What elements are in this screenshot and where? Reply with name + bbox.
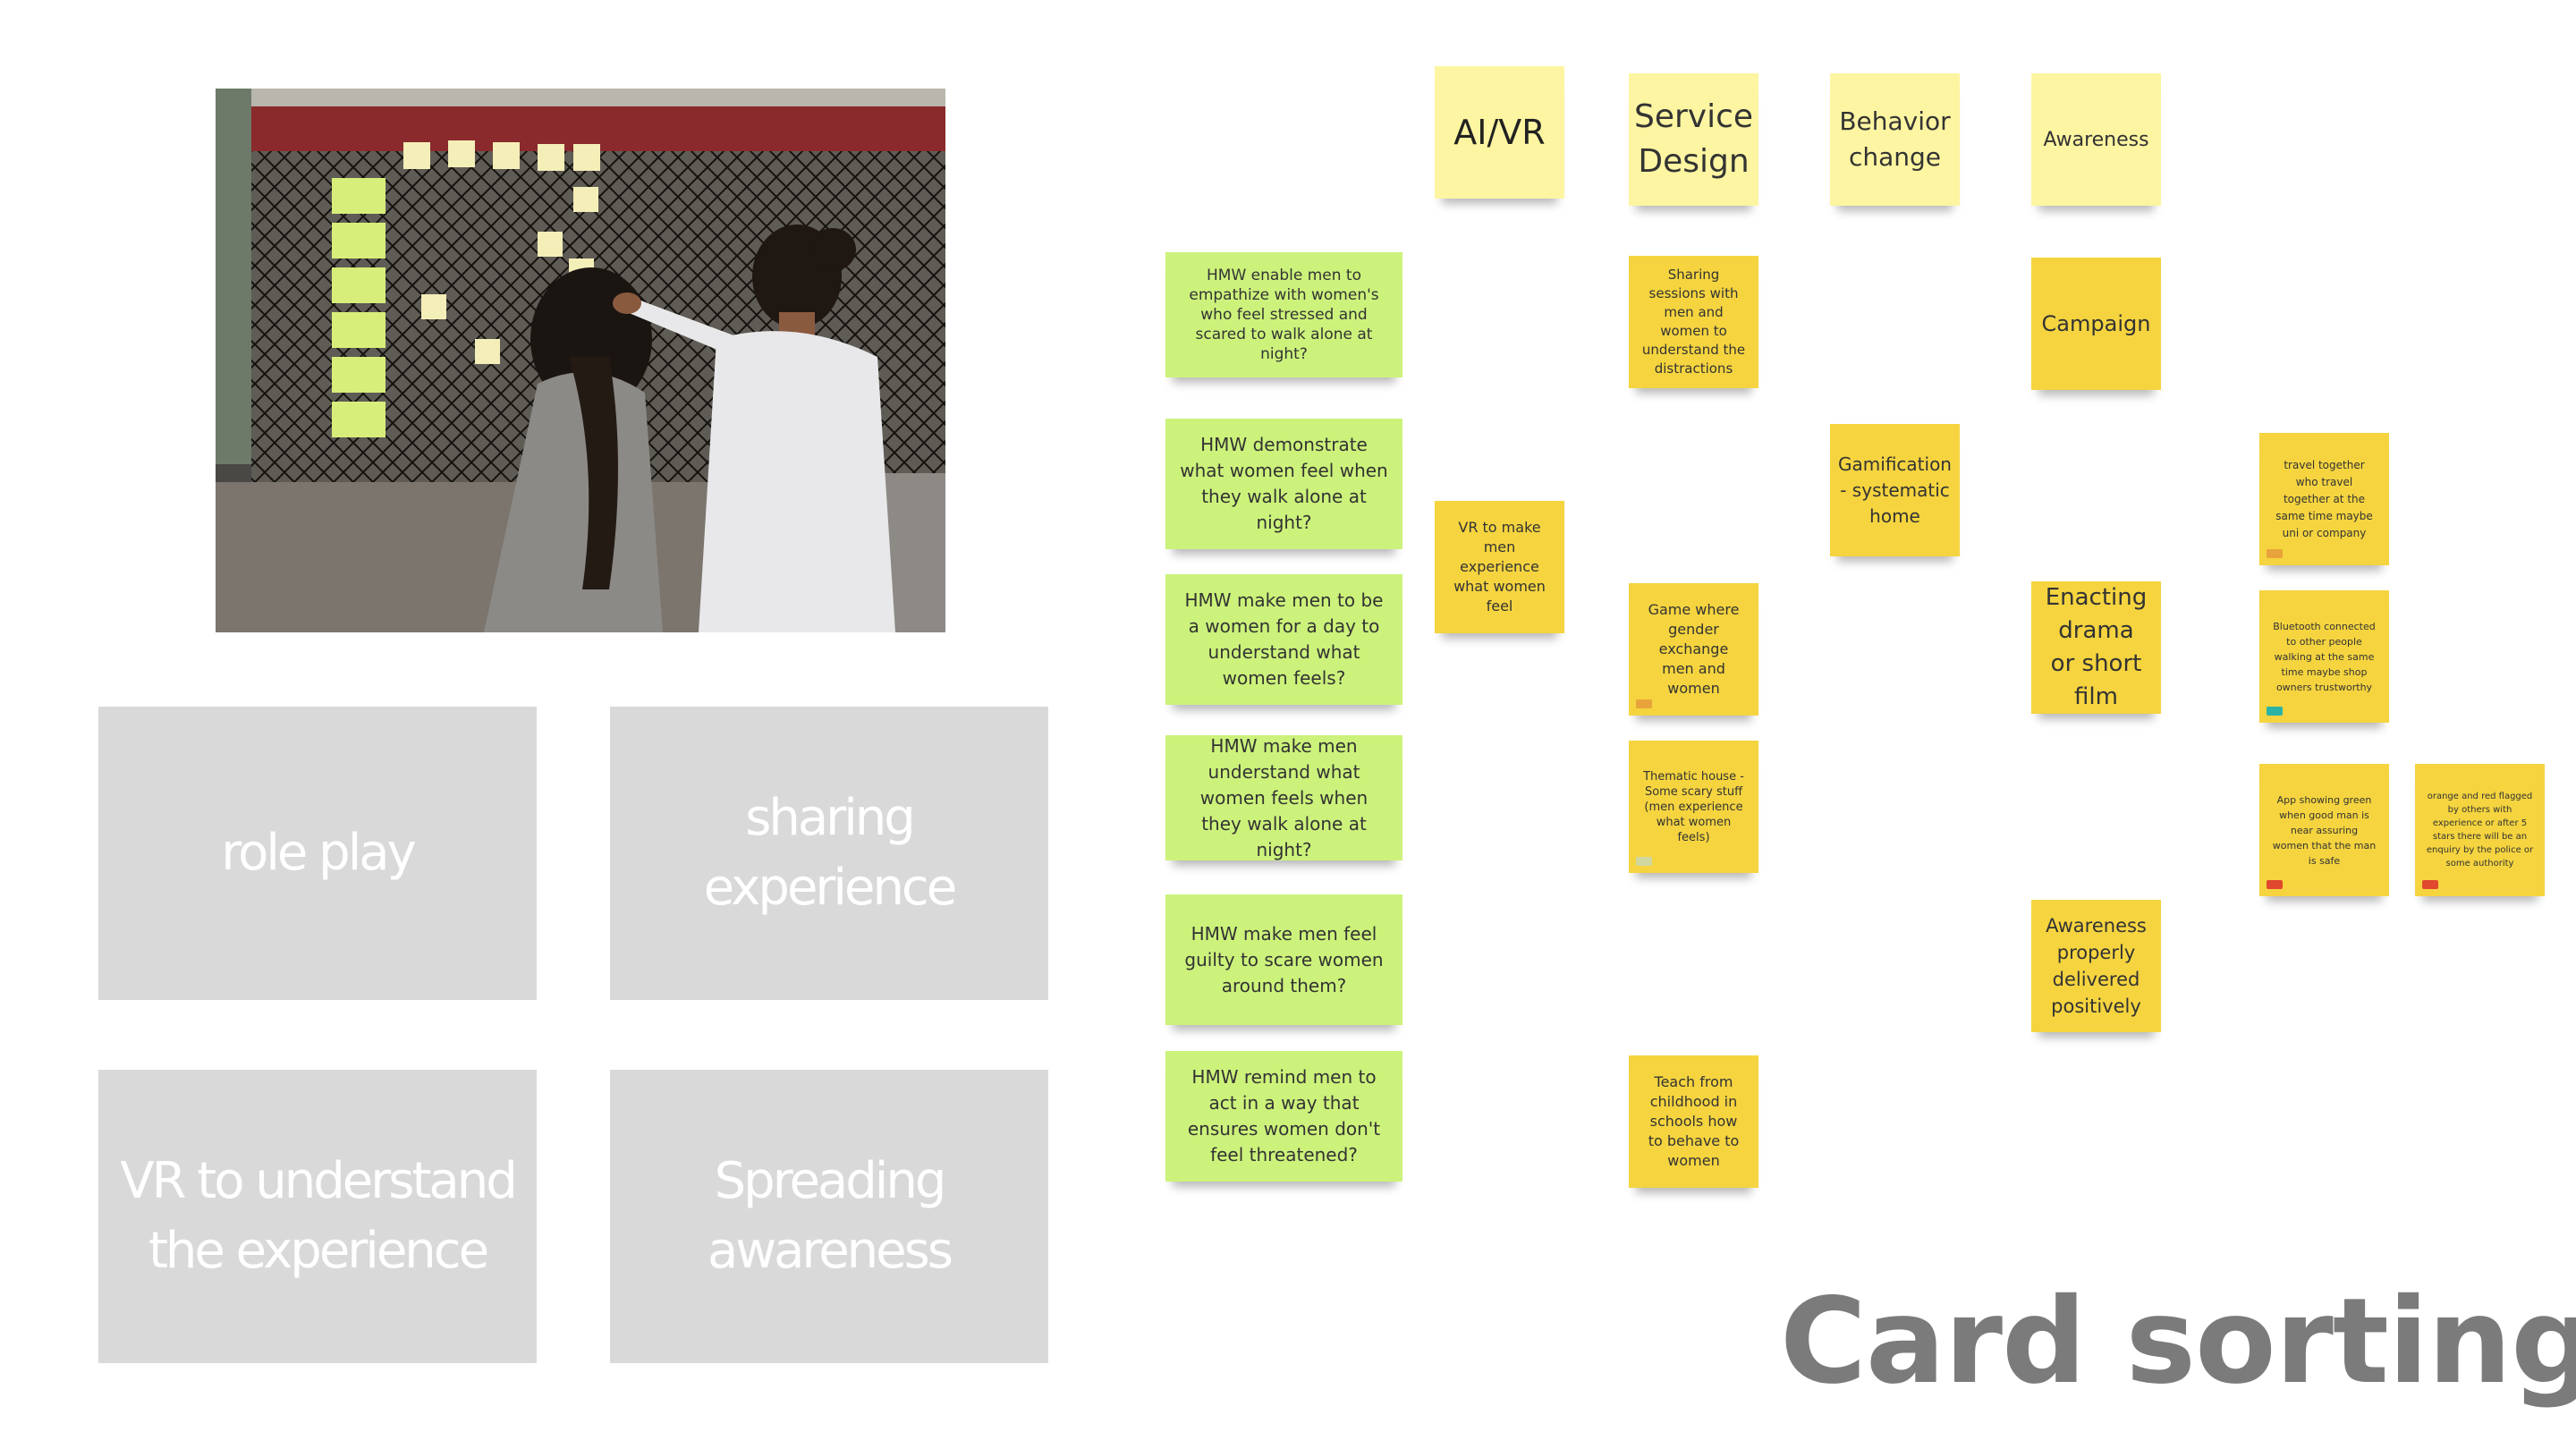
- workshop-photo: [216, 89, 945, 632]
- idea-note-text: Awareness properly delivered positively: [2046, 915, 2147, 1017]
- category-label: role play: [221, 824, 416, 882]
- reaction-chip: [2267, 707, 2283, 716]
- header-label: Behavior change: [1839, 106, 1951, 172]
- slide-title: Card sorting: [1780, 1273, 2576, 1411]
- idea-note: Game where gender exchange men and women: [1629, 583, 1758, 716]
- idea-note-text: App showing green when good man is near …: [2272, 793, 2377, 867]
- hmw-note: HMW remind men to act in a way that ensu…: [1165, 1051, 1402, 1182]
- idea-note-text: Sharing sessions with men and women to u…: [1641, 267, 1746, 377]
- idea-note: Teach from childhood in schools how to b…: [1629, 1055, 1758, 1188]
- idea-note-text: Enacting drama or short film: [2045, 584, 2148, 710]
- workshop-photo-illustration: [216, 89, 945, 632]
- category-label: Spreading awareness: [708, 1152, 953, 1280]
- hmw-note: HMW make men feel guilty to scare women …: [1165, 894, 1402, 1025]
- category-label: VR to understand the experience: [120, 1152, 518, 1280]
- hmw-note-text: HMW demonstrate what women feel when the…: [1180, 434, 1388, 533]
- reaction-chip: [2267, 549, 2283, 558]
- hmw-note-text: HMW make men feel guilty to scare women …: [1184, 922, 1384, 996]
- category-card-sharing-experience: sharing experience: [610, 707, 1048, 1000]
- idea-note: Bluetooth connected to other people walk…: [2259, 590, 2389, 723]
- hmw-note: HMW make men understand what women feels…: [1165, 735, 1402, 860]
- header-label: Awareness: [2043, 128, 2149, 151]
- idea-note: VR to make men experience what women fee…: [1435, 501, 1564, 633]
- idea-note-text: Campaign: [2041, 311, 2151, 336]
- header-note-aivr: AI/VR: [1435, 66, 1564, 199]
- idea-note-text: Gamification - systematic home: [1838, 453, 1952, 527]
- hmw-note-text: HMW remind men to act in a way that ensu…: [1187, 1066, 1381, 1165]
- hmw-note-text: HMW make men understand what women feels…: [1199, 734, 1368, 860]
- idea-note: Gamification - systematic home: [1830, 424, 1960, 556]
- idea-note-text: Teach from childhood in schools how to b…: [1648, 1073, 1740, 1169]
- header-note-service-design: Service Design: [1629, 73, 1758, 206]
- idea-note: Awareness properly delivered positively: [2031, 900, 2161, 1032]
- header-note-behavior-change: Behavior change: [1830, 73, 1960, 206]
- idea-note: travel together who travel together at t…: [2259, 433, 2389, 565]
- reaction-chip: [2422, 880, 2438, 889]
- header-note-awareness: Awareness: [2031, 73, 2161, 206]
- hmw-note: HMW demonstrate what women feel when the…: [1165, 419, 1402, 549]
- reaction-chip: [2267, 880, 2283, 889]
- idea-note-text: orange and red flagged by others with ex…: [2426, 792, 2534, 869]
- hmw-note: HMW make men to be a women for a day to …: [1165, 574, 1402, 705]
- reaction-chip: [1636, 699, 1652, 708]
- idea-note-text: VR to make men experience what women fee…: [1453, 519, 1546, 614]
- hmw-note-text: HMW make men to be a women for a day to …: [1184, 589, 1384, 689]
- hmw-note: HMW enable men to empathize with women's…: [1165, 252, 1402, 377]
- category-card-vr: VR to understand the experience: [98, 1070, 537, 1363]
- idea-note-text: Game where gender exchange men and women: [1648, 601, 1740, 697]
- idea-note: Sharing sessions with men and women to u…: [1629, 256, 1758, 388]
- idea-note-text: Thematic house - Some scary stuff (men e…: [1643, 769, 1744, 844]
- idea-note: App showing green when good man is near …: [2259, 764, 2389, 896]
- idea-note: orange and red flagged by others with ex…: [2415, 764, 2545, 896]
- header-label: AI/VR: [1453, 113, 1546, 152]
- hmw-note-text: HMW enable men to empathize with women's…: [1189, 267, 1379, 363]
- idea-note-text: Bluetooth connected to other people walk…: [2273, 620, 2376, 693]
- category-card-role-play: role play: [98, 707, 537, 1000]
- category-label: sharing experience: [703, 789, 957, 917]
- category-card-spreading-awareness: Spreading awareness: [610, 1070, 1048, 1363]
- reaction-chip: [1636, 857, 1652, 866]
- idea-note: Campaign: [2031, 258, 2161, 390]
- idea-note: Enacting drama or short film: [2031, 581, 2161, 714]
- idea-note-text: travel together who travel together at t…: [2275, 458, 2373, 539]
- idea-note: Thematic house - Some scary stuff (men e…: [1629, 741, 1758, 873]
- header-label: Service Design: [1633, 98, 1754, 180]
